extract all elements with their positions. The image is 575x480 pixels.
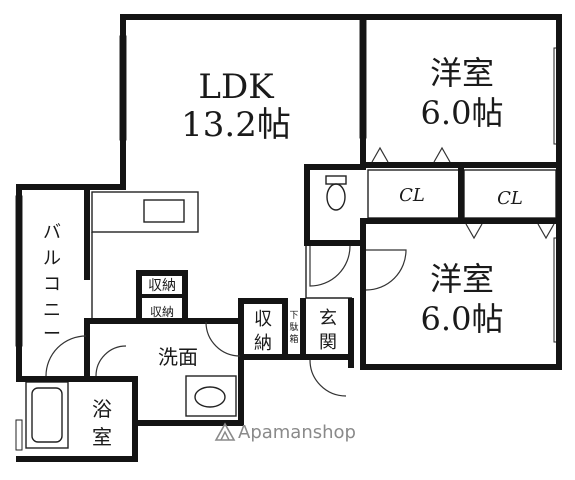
- closet-2-label: CL: [497, 188, 523, 209]
- storage-lower-label: 収納: [150, 305, 174, 319]
- western-room-2-size: 6.0帖: [421, 300, 504, 338]
- storage-center-char-1: 収: [254, 309, 272, 330]
- entrance-char-1: 玄: [319, 308, 337, 329]
- western-room-1-name: 洋室: [430, 54, 494, 92]
- door-swings: [45, 146, 555, 397]
- closet-1-label: CL: [399, 185, 425, 206]
- western-room-2-name: 洋室: [430, 260, 494, 298]
- shoe-box-char-2: 駄: [289, 321, 298, 333]
- balcony-char-4: ニ: [43, 300, 61, 321]
- brand-logo-icon: [214, 422, 236, 441]
- western-room-1-size: 6.0帖: [421, 94, 504, 132]
- washroom-label: 洗面: [158, 345, 198, 369]
- balcony-char-2: ル: [43, 248, 61, 269]
- ldk-size: 13.2帖: [181, 105, 291, 145]
- bath-char-1: 浴: [92, 397, 112, 421]
- shoe-box-char-3: 箱: [289, 333, 298, 345]
- storage-upper-label: 収納: [148, 278, 176, 294]
- entrance-char-2: 関: [319, 332, 337, 353]
- watermark: Apamanshop: [214, 422, 356, 443]
- storage-center-char-2: 納: [254, 333, 272, 354]
- shoe-box-char-1: 下: [289, 311, 298, 321]
- balcony-char-3: コ: [43, 274, 61, 295]
- room-labels: LDK 13.2帖 洋室 6.0帖 CL CL 洋室 6.0帖 バ ル コ ニ …: [43, 54, 523, 449]
- balcony-char-1: バ: [43, 222, 61, 243]
- walls: [16, 14, 562, 462]
- ldk-name: LDK: [198, 67, 274, 107]
- watermark-text: Apamanshop: [238, 422, 356, 443]
- bath-char-2: 室: [92, 425, 112, 449]
- balcony-char-5: ー: [43, 324, 61, 345]
